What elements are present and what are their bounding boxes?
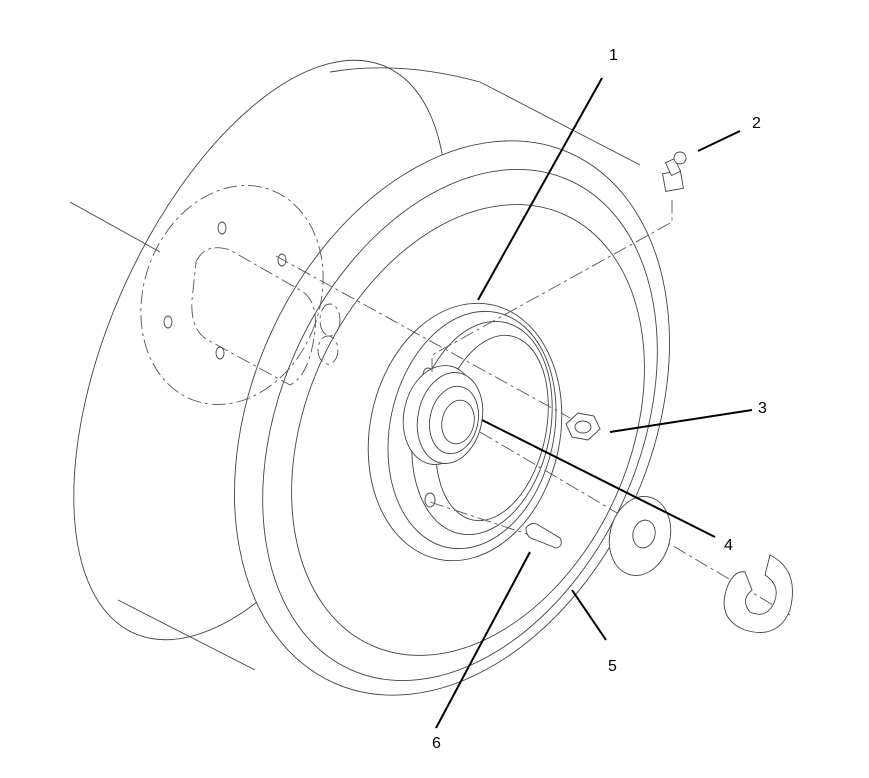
callout-1: 1 bbox=[609, 47, 618, 64]
retaining-ring bbox=[723, 554, 793, 633]
leader-1 bbox=[477, 77, 603, 301]
leader-3 bbox=[609, 409, 753, 433]
washer bbox=[608, 496, 672, 576]
bearing bbox=[402, 365, 484, 465]
callout-6: 6 bbox=[432, 735, 441, 752]
callout-3: 3 bbox=[758, 400, 767, 417]
callout-2: 2 bbox=[752, 115, 761, 132]
rear-hub-hidden bbox=[140, 185, 341, 405]
callout-5: 5 bbox=[608, 658, 617, 675]
leader-4 bbox=[481, 419, 716, 538]
leader-5 bbox=[571, 589, 607, 641]
callouts: 1 2 3 4 5 6 bbox=[432, 47, 767, 752]
lock-nut bbox=[565, 412, 601, 441]
leader-lines bbox=[435, 77, 753, 729]
leader-2 bbox=[697, 130, 741, 152]
tire bbox=[73, 59, 670, 696]
leader-6 bbox=[435, 551, 531, 729]
grease-fitting bbox=[662, 151, 687, 192]
valve-stem bbox=[525, 523, 562, 549]
callout-4: 4 bbox=[724, 537, 733, 554]
